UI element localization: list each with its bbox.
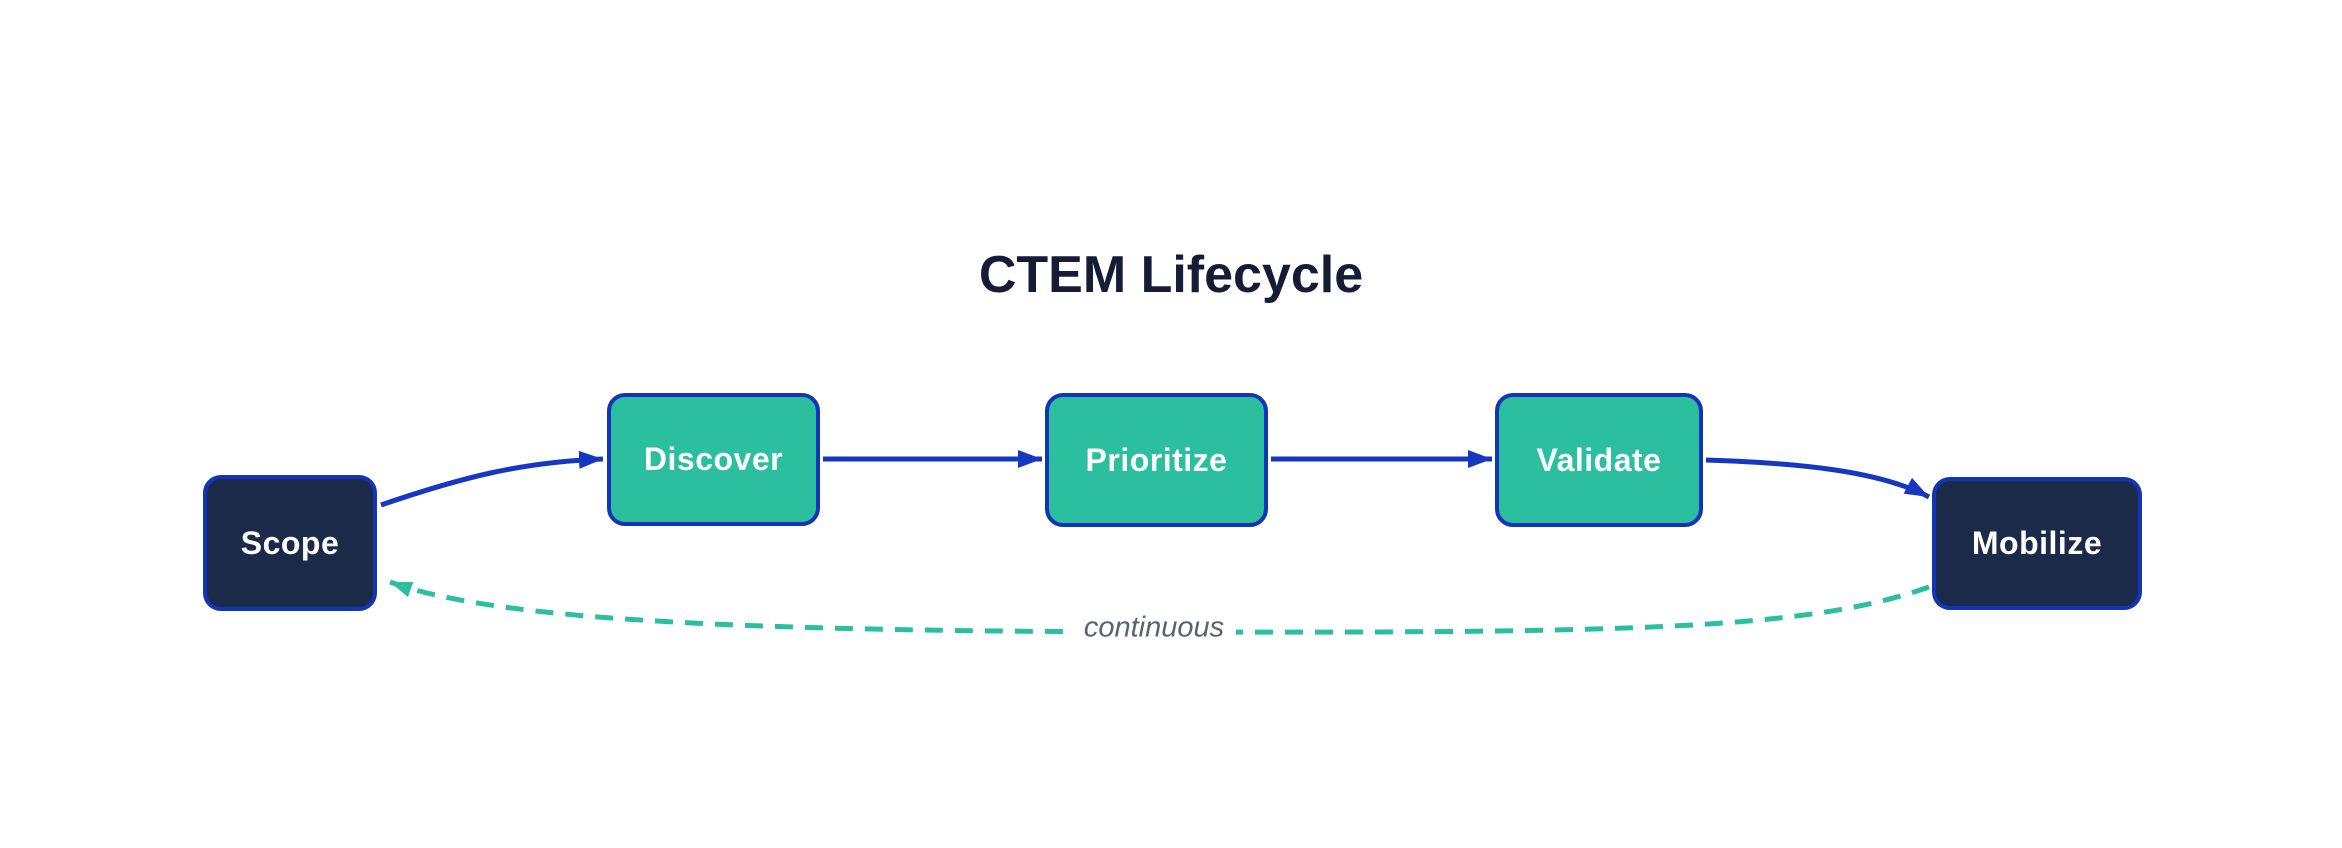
node-discover-label: Discover xyxy=(643,441,784,477)
node-scope-label: Scope xyxy=(240,524,340,561)
edge-scope-discover-arrow xyxy=(380,450,604,508)
diagram-title: CTEM Lifecycle xyxy=(978,246,1364,304)
node-scope: Scope xyxy=(203,475,377,611)
node-mobilize: Mobilize xyxy=(1932,477,2142,610)
node-prioritize: Prioritize xyxy=(1045,393,1268,527)
node-validate: Validate xyxy=(1495,393,1703,527)
node-prioritize-label: Prioritize xyxy=(1085,441,1228,478)
node-validate-label: Validate xyxy=(1536,441,1662,478)
node-discover: Discover xyxy=(607,393,820,526)
edge-validate-mobilize-arrow xyxy=(1705,457,1931,500)
node-mobilize-label: Mobilize xyxy=(1971,525,2103,561)
loop-continuous-label: continuous xyxy=(1071,609,1237,647)
